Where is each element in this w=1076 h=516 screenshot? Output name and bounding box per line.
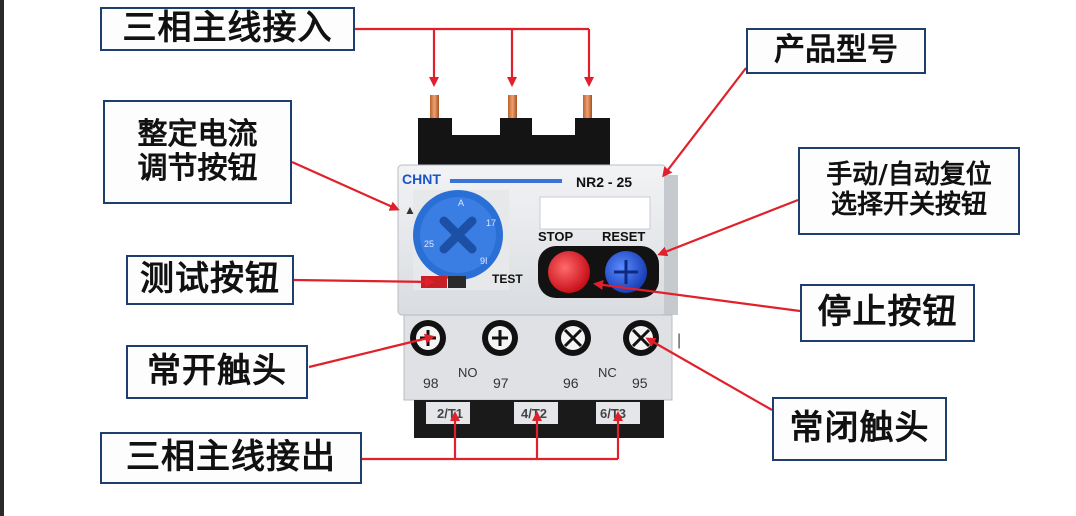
terminal-96: 96 (563, 375, 579, 391)
out-terminal-3: 6/T3 (600, 406, 626, 421)
label-model: 产品型号 (746, 28, 926, 74)
terminal-no: NO (458, 365, 478, 380)
brand-stripe (450, 179, 562, 183)
triangle-mark-icon: ▲ (404, 203, 416, 217)
screw-97-icon (482, 320, 518, 356)
screw-95-icon (623, 320, 659, 356)
top-terminal-block (418, 118, 610, 175)
side-tick: | (677, 332, 681, 349)
side-strip (664, 175, 678, 315)
label-mains-out: 三相主线接出 (100, 432, 362, 484)
terminal-98: 98 (423, 375, 439, 391)
arrow-stop (593, 279, 801, 313)
label-test-button: 测试按钮 (126, 255, 294, 305)
annotation-arrows (291, 27, 801, 461)
current-dial[interactable]: 25 A 17 9I ▲ (404, 190, 509, 290)
arrow-model (662, 67, 747, 178)
svg-text:A: A (458, 198, 464, 208)
arrow-test (293, 276, 435, 287)
terminal-nc: NC (598, 365, 617, 380)
label-reset-selector: 手动/自动复位 选择开关按钮 (798, 147, 1020, 235)
label-adjust-line1: 整定电流 (137, 116, 258, 152)
edge-strip (0, 0, 4, 516)
arrow-reset (657, 198, 799, 257)
out-terminal-2: 4/T2 (521, 406, 547, 421)
brand-text: CHNT (402, 171, 441, 187)
svg-text:9I: 9I (480, 256, 488, 266)
model-text: NR2 - 25 (576, 174, 632, 190)
input-pins (430, 95, 592, 130)
label-adjust-line2: 调节按钮 (137, 151, 258, 186)
terminal-97: 97 (493, 375, 509, 391)
label-adjust-current: 整定电流 调节按钮 (103, 100, 292, 204)
reset-text: RESET (602, 229, 645, 244)
label-mains-in: 三相主线接入 (100, 7, 355, 51)
label-no-contact: 常开触头 (126, 345, 308, 399)
label-reset-line1: 手动/自动复位 (826, 160, 992, 191)
svg-text:25: 25 (424, 239, 434, 249)
label-nc-contact: 常闭触头 (772, 397, 947, 461)
terminal-95: 95 (632, 375, 648, 391)
label-window (539, 196, 651, 230)
label-stop-button: 停止按钮 (800, 284, 975, 342)
arrow-adjust (291, 160, 400, 211)
arrow-nc (645, 337, 773, 411)
stop-button[interactable] (548, 251, 590, 293)
reset-button[interactable] (605, 251, 647, 293)
arrow-no (308, 333, 435, 369)
test-text: TEST (492, 272, 523, 286)
stop-text: STOP (538, 229, 573, 244)
label-reset-line2: 选择开关按钮 (830, 190, 987, 220)
svg-text:17: 17 (486, 218, 496, 228)
out-terminal-1: 2/T1 (437, 406, 463, 421)
screw-96-icon (555, 320, 591, 356)
